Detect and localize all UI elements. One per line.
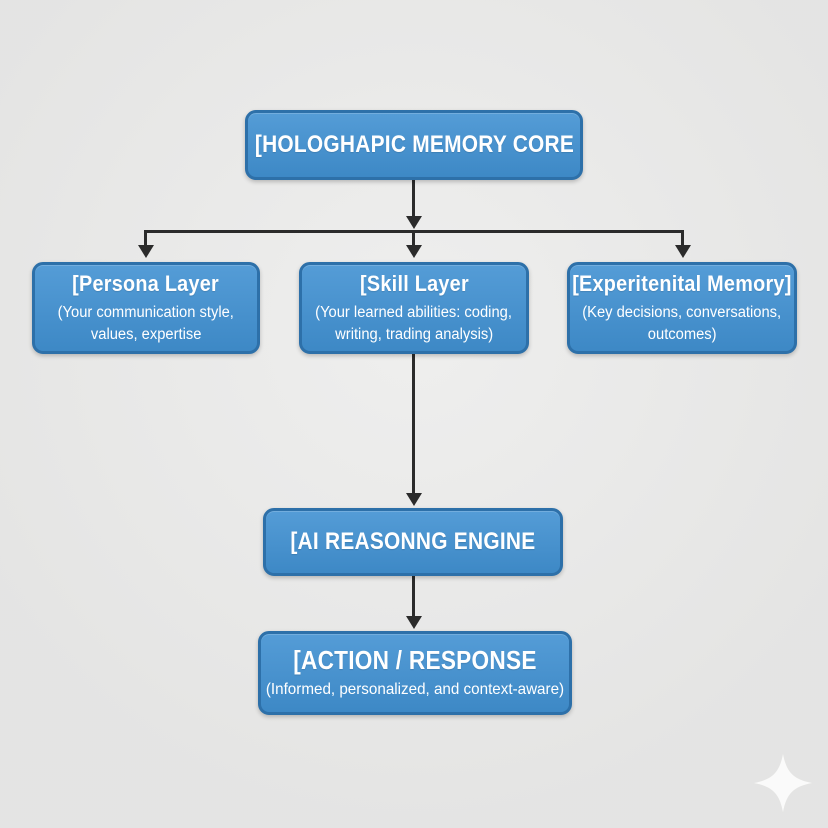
connector-branch-center [412,230,415,246]
node-title: [ACTION / RESPONSE [293,645,537,676]
node-title: [Skill Layer [359,271,469,297]
connector-skill-to-engine [412,354,415,495]
connector-core-to-branch [412,180,415,217]
node-subtitle-line: (Key decisions, conversations, [582,304,782,322]
connector-branch-right [681,230,684,246]
node-subtitle-line: writing, trading analysis) [335,325,493,343]
node-subtitle-line: values, expertise [90,325,202,343]
node-title: [Experitenital Memory] [572,271,792,297]
node-subtitle-line: (Informed, personalized, and context-awa… [265,681,565,699]
node-skill-layer: [Skill Layer (Your learned abilities: co… [299,262,529,354]
node-experiential-memory: [Experitenital Memory] (Key decisions, c… [567,262,797,354]
connector-branch-left [144,230,147,246]
node-title: [AI REASONNG ENGINE [290,528,536,555]
arrowhead-down-icon [406,216,422,229]
node-subtitle-line: outcomes) [647,325,717,343]
node-title: [Persona Layer [72,271,220,297]
connector-engine-to-action [412,576,415,618]
arrowhead-down-icon [138,245,154,258]
arrowhead-down-icon [406,616,422,629]
node-subtitle-line: (Your communication style, [57,304,235,322]
sparkle-watermark-icon [753,753,813,813]
arrowhead-down-icon [406,493,422,506]
node-subtitle-line: (Your learned abilities: coding, [315,304,513,322]
arrowhead-down-icon [406,245,422,258]
node-title: [HOLOGHAPIC MEMORY CORE [254,131,574,158]
node-persona-layer: [Persona Layer (Your communication style… [32,262,260,354]
node-action-response: [ACTION / RESPONSE (Informed, personaliz… [258,631,572,715]
node-ai-reasoning-engine: [AI REASONNG ENGINE [263,508,563,576]
arrowhead-down-icon [675,245,691,258]
node-holographic-memory-core: [HOLOGHAPIC MEMORY CORE [245,110,583,180]
